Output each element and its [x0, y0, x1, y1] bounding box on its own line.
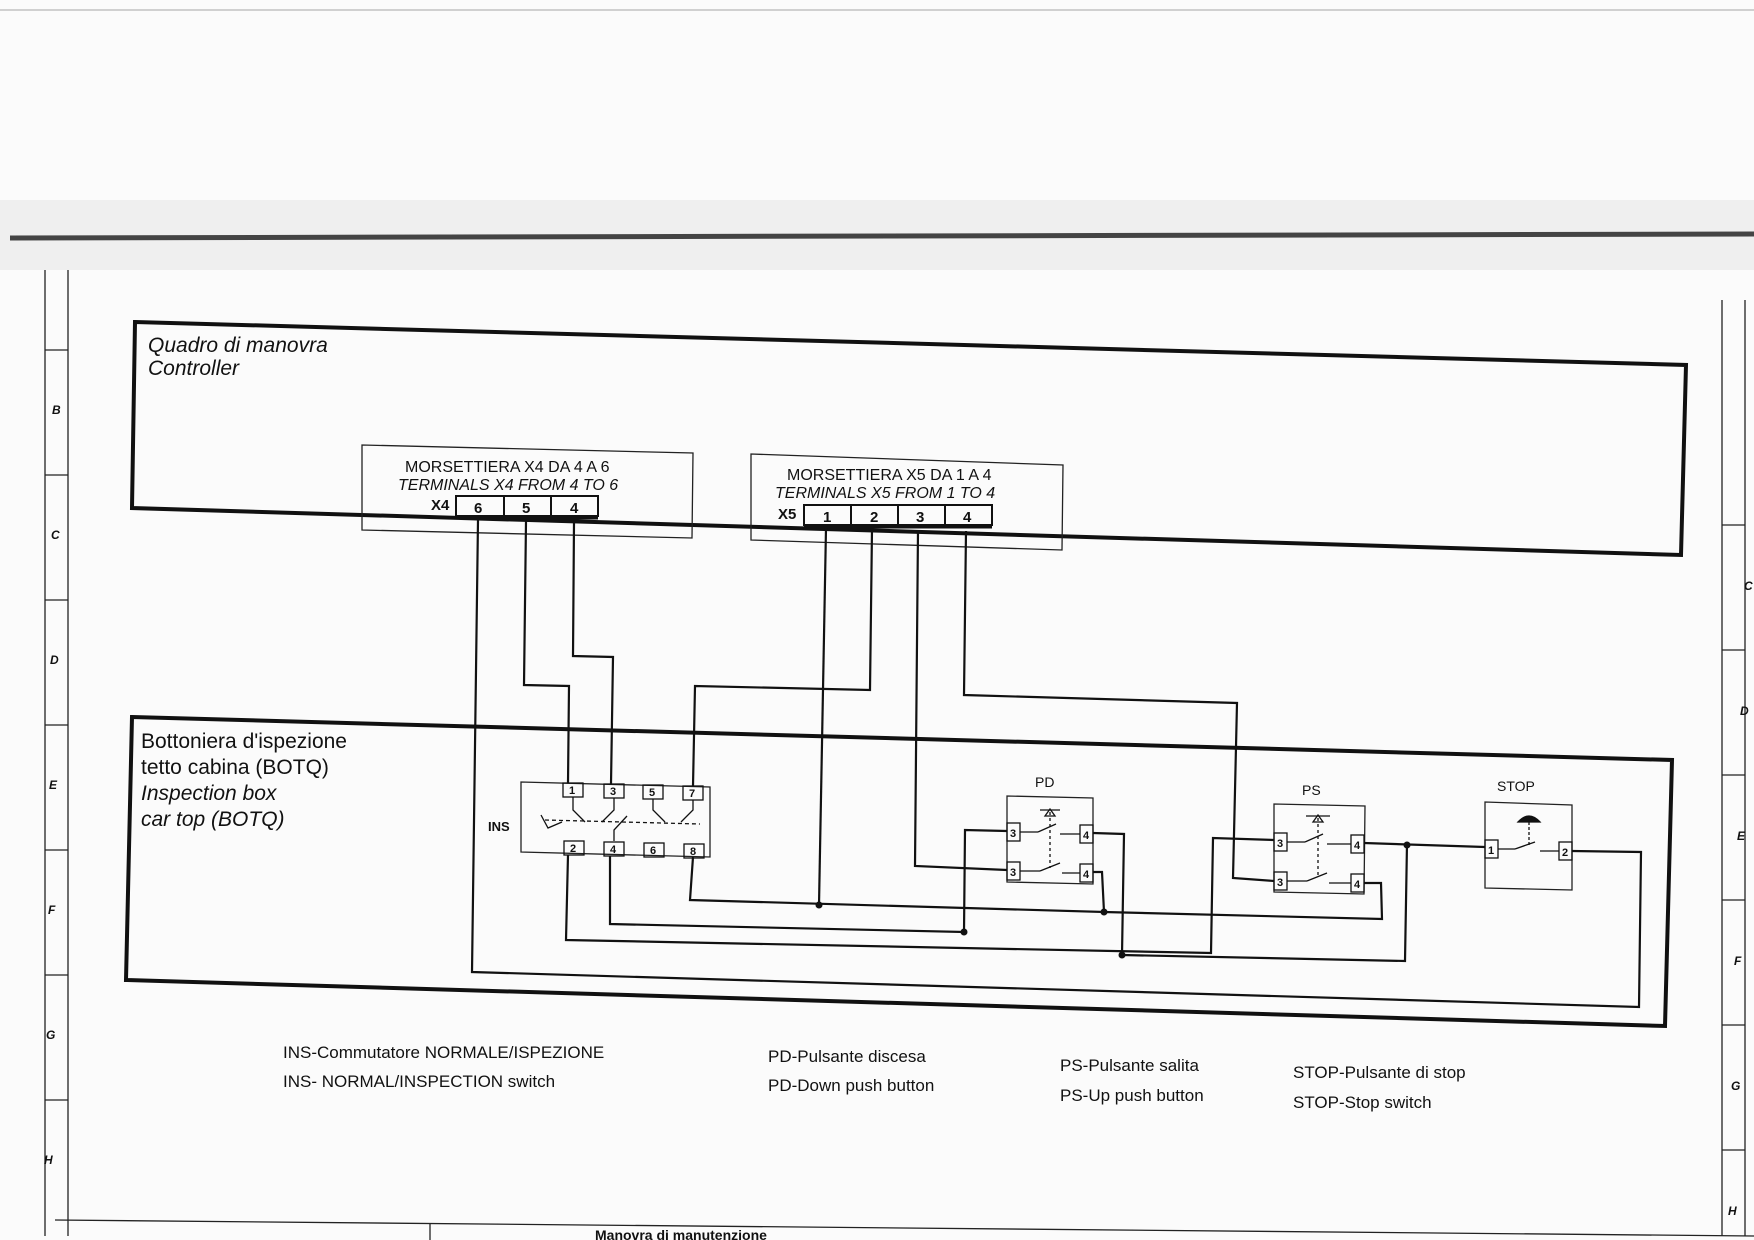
legend: INS-Commutatore NORMALE/ISPEZIONE INS- N…	[283, 1043, 1466, 1112]
pd-pin-4a: 4	[1083, 830, 1090, 842]
botq-title-en-1: Inspection box	[141, 782, 278, 805]
pd-pin-3a: 3	[1010, 828, 1016, 840]
x4-tag: X4	[431, 497, 450, 514]
legend-ps-it: PS-Pulsante salita	[1060, 1056, 1199, 1075]
right-grid-frame	[1721, 300, 1746, 1236]
botq-title-it-2: tetto cabina (BOTQ)	[141, 756, 329, 779]
x5-label-en: TERMINALS X5 FROM 1 TO 4	[775, 485, 995, 502]
controller-frame	[129, 319, 1689, 558]
wire-x5-1	[817, 527, 828, 906]
controller-title-it: Quadro di manovra	[148, 334, 328, 357]
ins-pin-4: 4	[610, 844, 617, 856]
ps-tag: PS	[1302, 782, 1321, 798]
wire-x4-4	[571, 521, 615, 785]
x4-terminal-block: MORSETTIERA X4 DA 4 A 6 TERMINALS X4 FRO…	[361, 444, 694, 539]
legend-stop-it: STOP-Pulsante di stop	[1293, 1063, 1466, 1082]
grid-right-d: D	[1740, 704, 1749, 718]
grid-label-c: C	[51, 528, 60, 542]
junction-dots	[815, 841, 1411, 959]
legend-pd-it: PD-Pulsante discesa	[768, 1047, 926, 1066]
grid-right-g: G	[1731, 1079, 1740, 1093]
ins-pin-5: 5	[649, 787, 655, 799]
x5-terminal-3: 3	[916, 509, 924, 526]
wire-x4-5	[522, 520, 571, 784]
botq-frame	[123, 714, 1675, 1029]
wire-x4-6	[470, 519, 1643, 1009]
x4-label-it: MORSETTIERA X4 DA 4 A 6	[405, 459, 610, 476]
pd-pin-4b: 4	[1083, 869, 1090, 881]
wire-x5-3	[913, 529, 1008, 872]
pd-pin-3b: 3	[1010, 867, 1016, 879]
stop-tag: STOP	[1497, 778, 1535, 794]
x5-terminal-block: MORSETTIERA X5 DA 1 A 4 TERMINALS X5 FRO…	[750, 453, 1064, 551]
ps-push-button: PS 3 4 3 4	[1273, 782, 1366, 895]
pd-tag: PD	[1035, 774, 1054, 790]
grid-label-g: G	[46, 1028, 55, 1042]
ins-switch: INS 1 3 5 7 2 4 6 8	[488, 781, 711, 859]
stop-pin-1: 1	[1488, 845, 1494, 857]
wire-ins8-pd4b	[688, 856, 1106, 914]
grid-right-h: H	[1728, 1204, 1737, 1218]
footer-title: Manovra di manutenzione	[595, 1227, 767, 1240]
ins-pin-6: 6	[650, 845, 656, 857]
controller-title-en: Controller	[148, 357, 240, 380]
ps-pin-3b: 3	[1277, 877, 1283, 889]
legend-stop-en: STOP-Stop switch	[1293, 1093, 1432, 1112]
top-border-line	[9, 231, 1754, 241]
grid-label-f: F	[48, 903, 56, 917]
grid-right-e: E	[1737, 829, 1746, 843]
stop-pin-2: 2	[1562, 847, 1568, 859]
wire-ins2-ps3a	[564, 836, 1275, 955]
botq-title-en-2: car top (BOTQ)	[141, 808, 285, 831]
wires	[470, 519, 1643, 1009]
ins-pin-3: 3	[610, 786, 616, 798]
wire-pd4a	[1092, 831, 1126, 956]
grid-right-c: C	[1744, 579, 1753, 593]
left-grid-frame	[44, 270, 69, 1236]
legend-pd-en: PD-Down push button	[768, 1076, 934, 1095]
x5-terminal-1: 1	[823, 509, 831, 526]
pd-push-button: PD 3 4 3 4	[1006, 774, 1094, 885]
legend-ps-en: PS-Up push button	[1060, 1086, 1204, 1105]
wire-pd4b-ps4b	[1103, 881, 1384, 921]
grid-label-e: E	[49, 778, 58, 792]
legend-ins-en: INS- NORMAL/INSPECTION switch	[283, 1072, 555, 1091]
x4-terminal-5: 5	[522, 500, 530, 517]
grid-label-d: D	[50, 653, 59, 667]
ps-pin-4a: 4	[1354, 840, 1361, 852]
x4-terminal-6: 6	[474, 500, 482, 517]
ins-pin-8: 8	[690, 846, 696, 858]
wire-x5-4	[962, 530, 1275, 883]
x5-terminal-2: 2	[870, 509, 878, 526]
ins-tag: INS	[488, 819, 510, 834]
title-block: Manovra di manutenzione	[54, 1219, 1754, 1240]
stop-switch: STOP 1 2	[1484, 778, 1573, 891]
x4-label-en: TERMINALS X4 FROM 4 TO 6	[398, 477, 618, 494]
botq-title-it-1: Bottoniera d'ispezione	[141, 730, 347, 753]
wire-x5-2	[691, 528, 874, 787]
ins-pin-7: 7	[689, 788, 695, 800]
legend-ins-it: INS-Commutatore NORMALE/ISPEZIONE	[283, 1043, 604, 1062]
grid-label-h: H	[44, 1153, 53, 1167]
ins-pin-1: 1	[569, 785, 575, 797]
x4-terminal-4: 4	[570, 500, 579, 517]
grid-label-b: B	[52, 403, 61, 417]
x5-tag: X5	[778, 506, 796, 523]
wire-ps4a-stop1	[1363, 841, 1486, 849]
wire-pd4a-bus	[1121, 842, 1409, 963]
grid-right-f: F	[1734, 954, 1742, 968]
x5-label-it: MORSETTIERA X5 DA 1 A 4	[787, 467, 992, 484]
x5-terminal-4: 4	[963, 509, 972, 526]
ps-pin-3a: 3	[1277, 838, 1283, 850]
ins-pin-2: 2	[570, 843, 576, 855]
ps-pin-4b: 4	[1354, 879, 1361, 891]
wire-ins4-pd3a	[608, 828, 1008, 934]
